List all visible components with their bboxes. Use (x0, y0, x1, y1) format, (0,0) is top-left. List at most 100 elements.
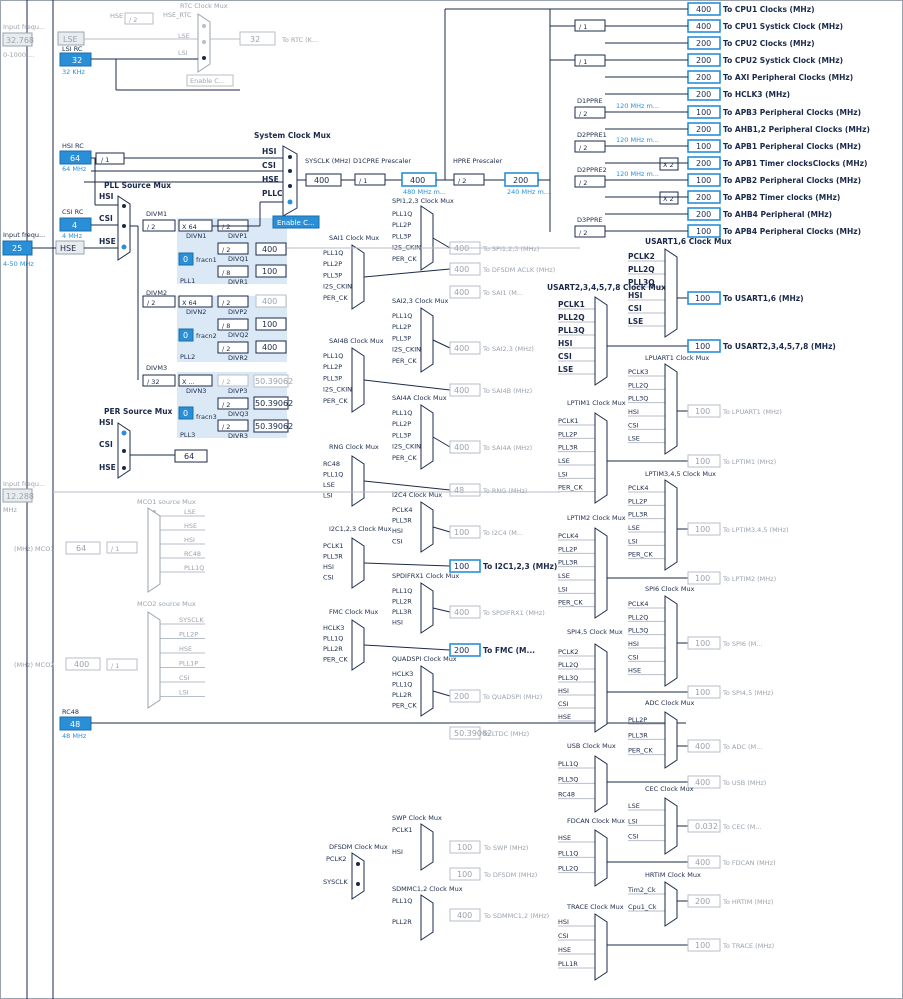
right-clock-mux[interactable] (664, 711, 678, 769)
divq3-select[interactable] (217, 397, 249, 410)
system-mux-option[interactable] (288, 155, 292, 159)
periph-mux-out-wire (432, 339, 451, 349)
divm3-select[interactable] (142, 374, 176, 387)
d2ppre2-select[interactable] (574, 175, 606, 188)
pll-source-hse: HSE (99, 237, 116, 246)
right-clock-mux[interactable] (594, 913, 608, 981)
divr3-select[interactable] (217, 419, 249, 432)
right-clock-mux[interactable] (664, 363, 678, 455)
system-clock-mux[interactable] (282, 145, 298, 217)
periph-clock-mux[interactable] (351, 347, 365, 413)
periph-clock-mux[interactable] (420, 205, 434, 271)
right-mux-input-label: HSI (628, 640, 639, 648)
divr1-value: / 8 (222, 269, 230, 277)
periph-mux-title: SAI4B Clock Mux (329, 337, 384, 345)
system-mux-option-selected[interactable] (287, 199, 293, 205)
right-clock-mux[interactable] (664, 248, 678, 338)
right-clock-mux[interactable] (594, 296, 608, 386)
right-clock-mux[interactable] (664, 881, 678, 927)
periph-clock-mux[interactable] (351, 455, 365, 507)
right-value: 100 (695, 941, 710, 950)
periph-mux-input-label: CSI (323, 574, 334, 582)
rtc-mux-option[interactable] (202, 56, 206, 60)
periph-clock-mux[interactable] (420, 404, 434, 470)
right-clock-mux[interactable] (594, 829, 608, 887)
divn3-select[interactable] (178, 374, 213, 387)
right-destination: To LPTIM1 (MHz) (722, 458, 776, 466)
divq2-select[interactable] (217, 318, 249, 331)
periph-clock-mux[interactable] (420, 582, 434, 634)
right-value: 400 (695, 778, 710, 787)
periph-mux-input-label: PER_CK (392, 255, 417, 263)
right-clock-mux[interactable] (594, 643, 608, 733)
rtc-mux-option[interactable] (202, 24, 206, 28)
output-destination: To AXI Peripheral Clocks (MHz) (723, 73, 853, 82)
output-value: 100 (696, 142, 711, 151)
periph-clock-mux[interactable] (420, 665, 434, 717)
rtc-hse-divider[interactable] (124, 12, 154, 25)
right-clock-mux[interactable] (594, 755, 608, 813)
right-mux-title: SPI6 Clock Mux (645, 585, 695, 593)
per-source-option-selected[interactable] (121, 430, 127, 436)
mco2-source-mux[interactable] (147, 611, 161, 709)
swp-clock-mux[interactable] (420, 823, 434, 871)
divr1-select[interactable] (217, 265, 249, 278)
rtc-enable-css[interactable] (186, 74, 234, 87)
periph-mux-input-label: PLL1Q (323, 352, 343, 360)
divr1-label: DIVR1 (228, 278, 248, 286)
right-value: 100 (695, 574, 710, 583)
per-source-option[interactable] (122, 449, 126, 453)
output-value: 100 (696, 108, 711, 117)
periph-mux-input-label: PLL1Q (392, 681, 412, 689)
dfsdm-clock-mux[interactable] (351, 852, 365, 900)
divr2-select[interactable] (217, 341, 249, 354)
mco1-source-mux[interactable] (147, 507, 161, 593)
pll-source-option[interactable] (122, 224, 126, 228)
right-clock-mux[interactable] (664, 797, 678, 855)
lse-input-field[interactable] (2, 32, 33, 47)
periph-mux-input-label: LSE (323, 481, 335, 489)
divn2-select[interactable] (178, 295, 213, 308)
system-mux-option[interactable] (288, 184, 292, 188)
right-mux-input-label: PCLK1 (558, 300, 585, 309)
dfsdm-mux-option[interactable] (356, 882, 360, 886)
divq3-value: / 2 (222, 401, 230, 409)
right-clock-mux[interactable] (594, 527, 608, 619)
divq3-output-value: 50.39062 (255, 399, 293, 408)
periph-value-box (449, 726, 481, 740)
system-mux-pllclk: PLLCLK (262, 189, 294, 198)
divm1-select[interactable] (142, 219, 176, 232)
sdmmc-value-box (449, 908, 481, 922)
pll-source-option-selected[interactable] (121, 244, 127, 250)
fracn1-box[interactable] (178, 252, 194, 266)
mco2-divider[interactable] (106, 658, 138, 671)
divp3-select[interactable] (217, 374, 249, 387)
dfsdm-mux-option[interactable] (356, 862, 360, 866)
divq1-select[interactable] (217, 242, 249, 255)
rtc-mux-option[interactable] (202, 40, 206, 44)
periph-clock-mux[interactable] (420, 501, 434, 553)
mco1-divider[interactable] (106, 541, 138, 554)
rtc-hse-rtc-label: HSE_RTC (163, 11, 192, 19)
ext-input-field[interactable] (2, 488, 33, 503)
divm2-select[interactable] (142, 295, 176, 308)
periph-clock-mux[interactable] (351, 619, 365, 671)
periph-clock-mux[interactable] (351, 537, 365, 589)
system-clock-mux-title: System Clock Mux (254, 131, 331, 140)
right-clock-mux[interactable] (594, 412, 608, 504)
system-mux-option[interactable] (288, 169, 292, 173)
periph-clock-mux[interactable] (351, 244, 365, 310)
right-destination: To CEC (M... (722, 823, 762, 831)
output-value: 200 (696, 210, 711, 219)
right-clock-mux[interactable] (664, 479, 678, 571)
fracn3-box[interactable] (178, 406, 194, 420)
sdmmc-clock-mux[interactable] (420, 894, 434, 941)
fracn2-box[interactable] (178, 328, 194, 342)
periph-clock-mux[interactable] (420, 307, 434, 373)
system-enable-css-button[interactable] (272, 215, 320, 229)
pll-source-option[interactable] (122, 204, 126, 208)
per-source-option[interactable] (122, 466, 126, 470)
right-clock-mux[interactable] (664, 595, 678, 687)
right-value-box (687, 855, 721, 869)
divp2-select[interactable] (217, 295, 249, 308)
